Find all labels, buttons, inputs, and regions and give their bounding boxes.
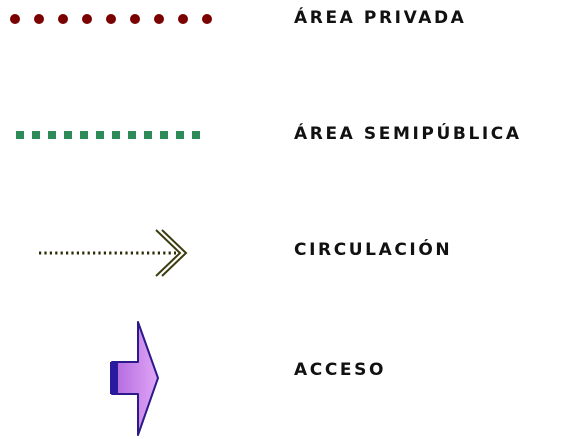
legend-item-circulacion: CIRCULACIÓN: [0, 220, 565, 280]
legend-item-acceso: ACCESO: [0, 318, 565, 439]
dotted-line-icon: [10, 14, 212, 24]
legend-label: ACCESO: [294, 360, 387, 380]
legend-item-area-privada: ÁREA PRIVADA: [0, 0, 565, 40]
legend-item-area-semipublica: ÁREA SEMIPÚBLICA: [0, 110, 565, 160]
entrance-arrow-icon: [110, 321, 159, 436]
legend-label: ÁREA SEMIPÚBLICA: [294, 124, 522, 144]
dashed-line-icon: [16, 131, 200, 139]
dotted-arrow-icon: [39, 229, 188, 277]
legend-label: CIRCULACIÓN: [294, 240, 453, 260]
legend-label: ÁREA PRIVADA: [294, 8, 467, 28]
